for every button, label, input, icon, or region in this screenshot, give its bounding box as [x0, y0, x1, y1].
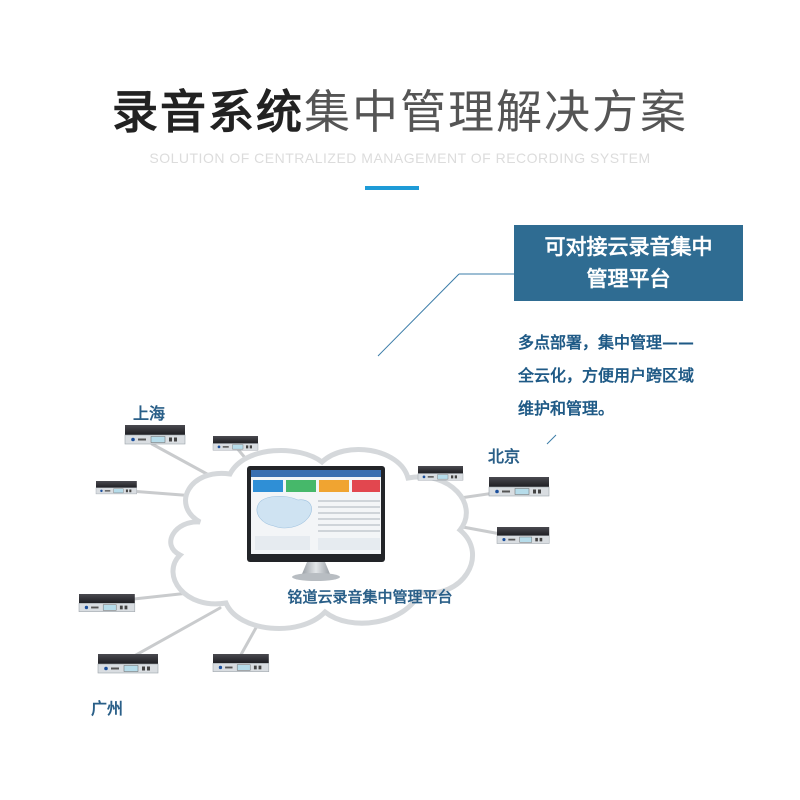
callout-pointer: [377, 273, 557, 445]
description-line-2: 全云化，方便用户跨区域: [518, 366, 695, 385]
callout-line-2: 管理平台: [586, 267, 671, 291]
device-6: [496, 526, 550, 544]
callout-box: 可对接云录音集中 管理平台: [514, 225, 743, 301]
description: 多点部署，集中管理—— 全云化，方便用户跨区域 维护和管理。: [518, 326, 758, 425]
device-shanghai-1: [124, 424, 186, 445]
device-3: [95, 480, 138, 495]
description-line-1: 多点部署，集中管理——: [518, 333, 695, 352]
city-label-shanghai: 上海: [133, 404, 166, 423]
city-label-beijing: 北京: [488, 447, 521, 466]
monitor: [247, 466, 385, 581]
device-2: [212, 435, 259, 451]
cloud-platform-label: 铭道云录音集中管理平台: [287, 588, 453, 606]
title-light: 集中管理解决方案: [304, 85, 688, 139]
description-line-3: 维护和管理。: [518, 399, 615, 418]
device-beijing: [488, 476, 550, 497]
page-subtitle: SOLUTION OF CENTRALIZED MANAGEMENT OF RE…: [149, 150, 651, 166]
city-label-guangzhou: 广州: [91, 699, 124, 718]
callout-line-1: 可对接云录音集中: [544, 235, 713, 259]
page-title: 录音系统集中管理解决方案: [0, 82, 800, 142]
device-guangzhou: [97, 653, 159, 674]
device-9: [212, 653, 270, 673]
title-bold: 录音系统: [112, 85, 304, 139]
device-4: [417, 465, 464, 481]
title-underline: [365, 186, 419, 190]
